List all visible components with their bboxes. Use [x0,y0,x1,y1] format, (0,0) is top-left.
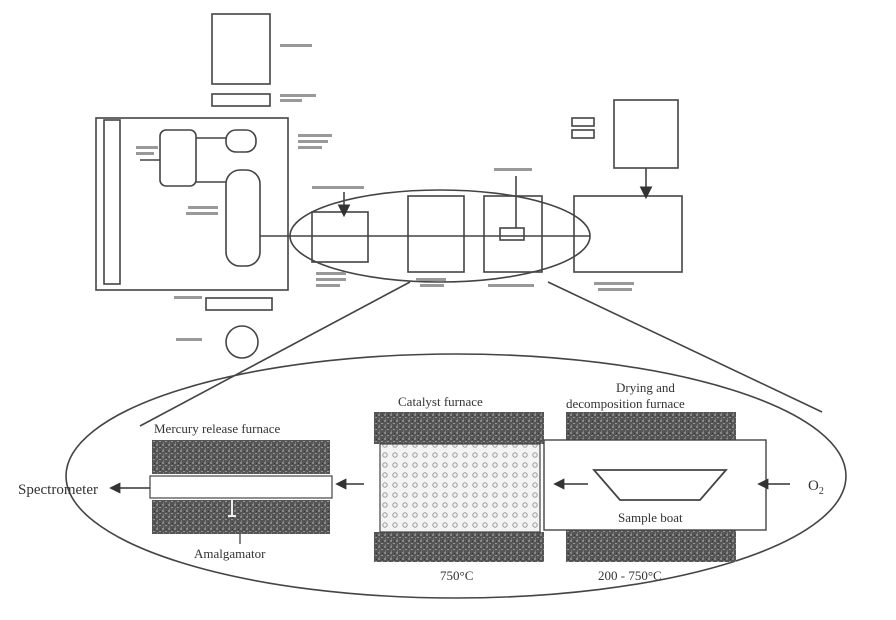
control-unit-foot [206,298,272,310]
mercury-furnace-bottom [152,500,330,534]
valve-block [226,130,256,152]
gas-cylinder [226,326,258,358]
zoom-line-right [548,282,822,412]
control-unit-strip [104,120,120,284]
absorption-cell-box [614,100,678,168]
label-o2: O2 [808,478,824,497]
flow-column [226,170,260,266]
catalyst-furnace-bottom [374,532,544,562]
label-spectrometer: Spectrometer [18,482,98,498]
catalyst-furnace-top [374,412,544,444]
drying-furnace-bottom [566,530,736,562]
label-temp-catalyst: 750°C [440,568,473,583]
label-amalgamator: Amalgamator [194,546,266,561]
zoom-line-left [140,282,410,426]
catalyst-furnace-small [408,196,464,272]
label-catalyst-furnace: Catalyst furnace [398,394,483,409]
upper-schematic [96,14,822,426]
label-sample-boat: Sample boat [618,510,683,525]
mercury-furnace-small [312,212,368,262]
detail-view [66,354,846,598]
display-base [212,94,270,106]
drying-furnace-small [484,196,542,272]
label-temp-drying: 200 - 750°C [598,568,662,583]
label-drying-line1: Drying and [616,380,675,395]
label-mercury-release-furnace: Mercury release furnace [154,421,281,436]
catalyst-bed [380,444,540,532]
pump-block [160,130,196,186]
mercury-furnace-top [152,440,330,474]
mercury-tube [150,476,332,498]
drying-furnace-top [566,412,736,440]
sample-boat-small [500,228,524,240]
display-box [212,14,270,84]
label-drying-line2: decomposition furnace [566,396,685,411]
